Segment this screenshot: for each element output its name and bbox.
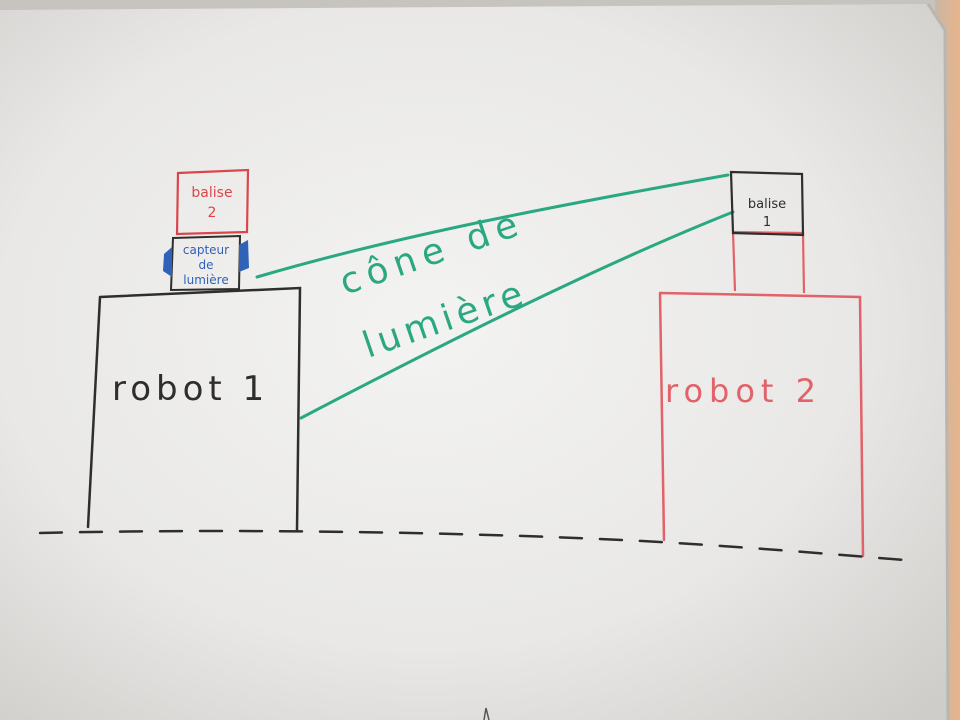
beacon1-label-line1: balise <box>748 197 786 212</box>
sensor-right-eye-icon <box>239 240 249 272</box>
robot2-label: robot 2 <box>665 372 822 410</box>
light-cone-upper-ray <box>255 173 730 279</box>
beacon1-label-line2: 1 <box>763 215 771 230</box>
sensor-label-line3: lumière <box>183 273 228 287</box>
whiteboard-frame <box>926 3 950 720</box>
beacon2-label-line1: balise <box>191 185 232 201</box>
sensor-label-line1: capteur <box>183 243 229 257</box>
sensor-left-eye-icon <box>163 247 172 277</box>
beacon2-label-line2: 2 <box>208 205 217 221</box>
sensor-label-line2: de <box>199 258 214 272</box>
marker-smudge <box>483 707 490 720</box>
beacon2-box <box>175 168 250 236</box>
robot1-body <box>86 286 302 532</box>
light-cone-lower-ray <box>299 210 735 420</box>
beacon1-box <box>729 170 805 237</box>
robot1-group: robot 1 capteur de lumière balise 2 <box>86 168 302 532</box>
whiteboard-surface <box>0 4 948 720</box>
robot2-body <box>658 291 865 558</box>
ground-dashed-line <box>38 529 907 562</box>
robot2-group: robot 2 balise 1 <box>658 170 865 558</box>
robot1-label: robot 1 <box>112 369 269 409</box>
